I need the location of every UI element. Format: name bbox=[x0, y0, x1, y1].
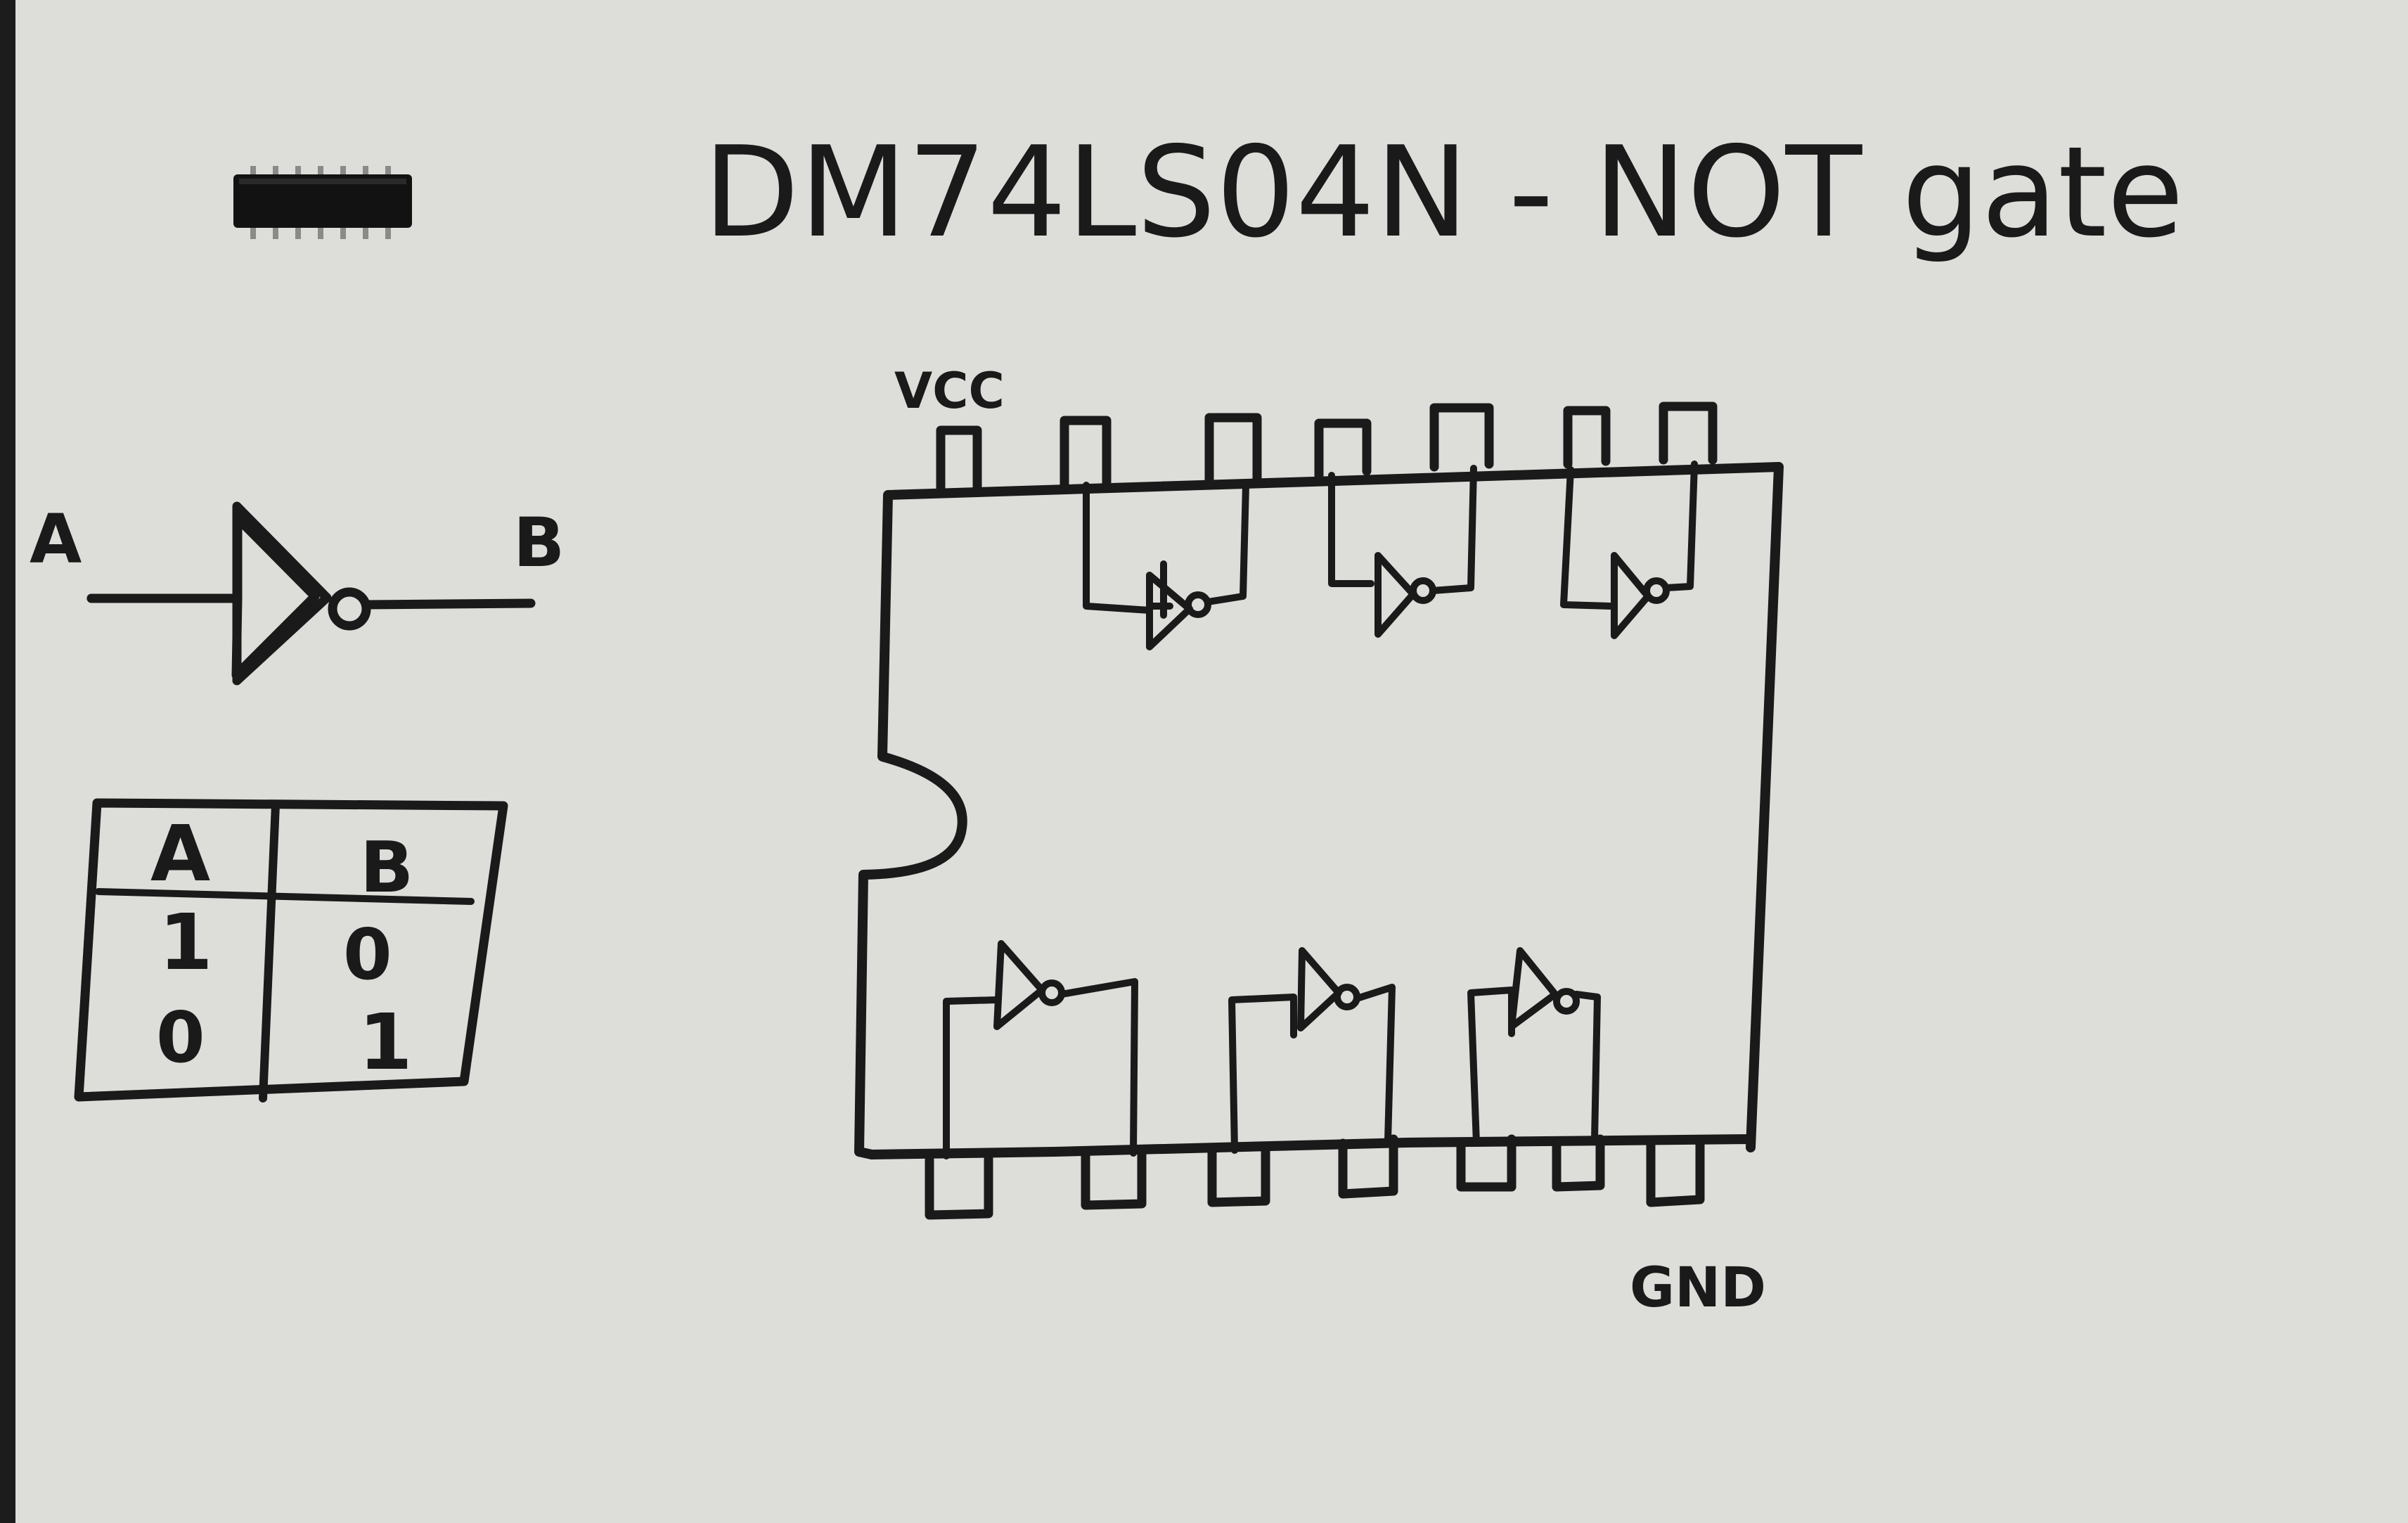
gate-input-label: A bbox=[30, 500, 82, 579]
ic-pinout-diagram bbox=[854, 401, 1784, 1220]
inverter-1 bbox=[1083, 482, 1249, 650]
pin-1 bbox=[925, 1154, 993, 1220]
pin-2 bbox=[1081, 1147, 1147, 1210]
truth-table-cell-r2-b: 1 bbox=[359, 997, 413, 1087]
pin-7-gnd bbox=[1646, 1136, 1705, 1207]
truth-table-header-a: A bbox=[150, 809, 210, 899]
pin-11 bbox=[1314, 418, 1372, 480]
inverter-5 bbox=[1228, 947, 1396, 1154]
truth-table-cell-r1-a: 1 bbox=[159, 897, 213, 987]
inverter-4 bbox=[943, 940, 1138, 1159]
pin-4 bbox=[1338, 1134, 1398, 1199]
top-pins bbox=[936, 401, 1718, 497]
page-title: DM74LS04N - NOT gate bbox=[703, 120, 2184, 265]
gnd-pin-label: GND bbox=[1630, 1257, 1766, 1320]
pin-12 bbox=[1204, 413, 1262, 487]
pin-14-vcc bbox=[936, 425, 982, 497]
not-gate-symbol bbox=[86, 501, 536, 686]
dip-chip-photo bbox=[233, 166, 412, 239]
inverter-3 bbox=[1560, 461, 1698, 639]
gate-output-label: B bbox=[513, 503, 565, 582]
truth-table bbox=[74, 798, 508, 1103]
inverter-6 bbox=[1467, 947, 1601, 1147]
vcc-pin-label: VCC bbox=[894, 362, 1005, 420]
pin-8 bbox=[1659, 401, 1718, 465]
pin-3 bbox=[1207, 1143, 1270, 1207]
pin-5 bbox=[1456, 1134, 1517, 1192]
pin-6 bbox=[1552, 1134, 1605, 1192]
pin-9 bbox=[1563, 406, 1611, 469]
truth-table-header-b: B bbox=[360, 826, 413, 908]
inverter-2 bbox=[1328, 465, 1477, 638]
pin-13 bbox=[1060, 416, 1112, 490]
paper-sheet bbox=[15, 0, 2408, 1523]
pin-10 bbox=[1429, 403, 1494, 472]
truth-table-cell-r1-b: 0 bbox=[343, 913, 392, 996]
bottom-pins bbox=[925, 1134, 1705, 1220]
truth-table-cell-r2-a: 0 bbox=[156, 996, 205, 1079]
